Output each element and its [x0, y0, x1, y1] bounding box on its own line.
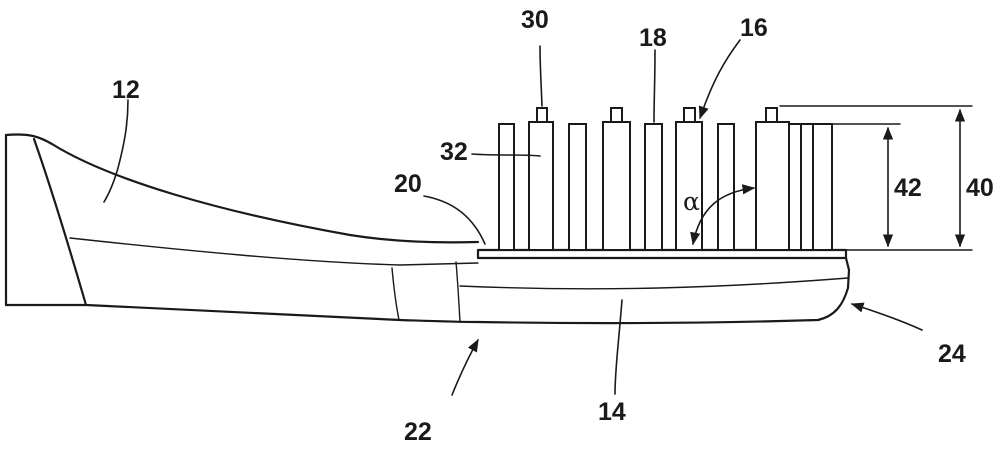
cap: [536, 107, 548, 123]
tuft: [568, 123, 587, 251]
label-12: 12: [112, 76, 140, 104]
label-20: 20: [394, 170, 422, 198]
cap: [610, 107, 623, 123]
angle-alpha-arc: [690, 184, 756, 246]
tuft: [644, 123, 663, 251]
label-32: 32: [440, 138, 468, 166]
reference-labels: 12 30 18 16 32 20 α 42 40 24 22 14: [112, 6, 994, 446]
tuft: [755, 121, 790, 251]
tuft: [717, 123, 735, 251]
tuft: [528, 121, 554, 251]
head: [459, 248, 851, 325]
tuft: [788, 123, 802, 251]
label-14: 14: [598, 398, 626, 426]
cap: [683, 107, 696, 123]
bristle-field: [498, 107, 833, 251]
leader-lines: [103, 39, 923, 396]
label-30: 30: [521, 6, 549, 34]
dimension-40: [779, 105, 973, 251]
dimension-42: [831, 123, 901, 248]
tuft: [800, 123, 814, 251]
tuft: [675, 121, 703, 251]
label-18: 18: [639, 24, 667, 52]
label-42: 42: [894, 174, 922, 202]
cap: [765, 107, 778, 123]
neck: [391, 261, 461, 323]
tuft: [812, 123, 833, 251]
label-40: 40: [966, 174, 994, 202]
tuft: [498, 123, 515, 251]
tuft: [602, 121, 631, 251]
label-alpha: α: [683, 187, 700, 216]
label-24: 24: [938, 340, 966, 368]
handle: [4, 133, 480, 324]
label-22: 22: [404, 418, 432, 446]
label-16: 16: [740, 14, 768, 42]
